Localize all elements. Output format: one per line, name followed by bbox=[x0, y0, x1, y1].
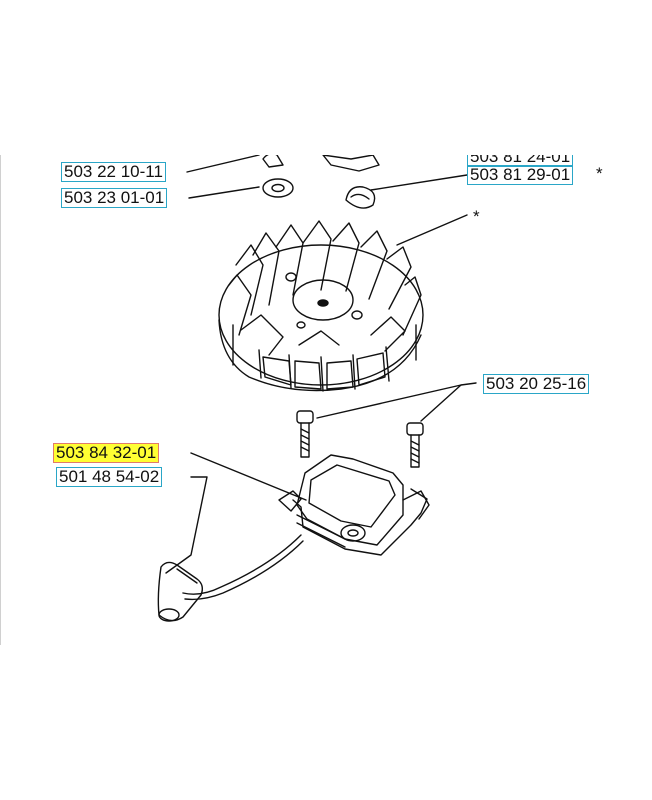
screw-right bbox=[406, 422, 424, 468]
part-label-spark-boot: 501 48 54-02 bbox=[56, 467, 163, 487]
leader-line bbox=[420, 384, 462, 422]
leader-line bbox=[190, 452, 307, 501]
part-label-ignition-module: 503 84 32-01 bbox=[53, 443, 160, 463]
top-nut bbox=[262, 155, 284, 168]
part-label-pawl-spring: 503 81 29-01 bbox=[467, 165, 574, 185]
leader-line bbox=[370, 174, 468, 191]
flywheel bbox=[218, 220, 424, 392]
parts-diagram: 503 81 24-01 503 22 10-11 503 81 29-01 *… bbox=[0, 155, 652, 645]
asterisk-mark: * bbox=[596, 164, 603, 183]
ignition-module bbox=[278, 454, 430, 556]
leader-line bbox=[165, 476, 208, 574]
spring bbox=[345, 186, 376, 209]
leader-line bbox=[396, 214, 468, 246]
screw-left bbox=[296, 410, 314, 458]
part-label-flywheel-nut: 503 22 10-11 bbox=[61, 162, 166, 182]
part-label-cut-top: 503 81 24-01 bbox=[467, 155, 574, 167]
asterisk-flywheel: * bbox=[473, 207, 480, 226]
spark-plug-boot bbox=[157, 534, 304, 622]
part-label-washer: 503 23 01-01 bbox=[61, 188, 168, 208]
part-label-screws: 503 20 25-16 bbox=[483, 374, 590, 394]
leader-line bbox=[188, 186, 260, 199]
washer bbox=[262, 178, 294, 198]
leader-line bbox=[186, 155, 260, 173]
diagram-drawing bbox=[157, 155, 477, 622]
pawl-bracket bbox=[322, 155, 380, 172]
